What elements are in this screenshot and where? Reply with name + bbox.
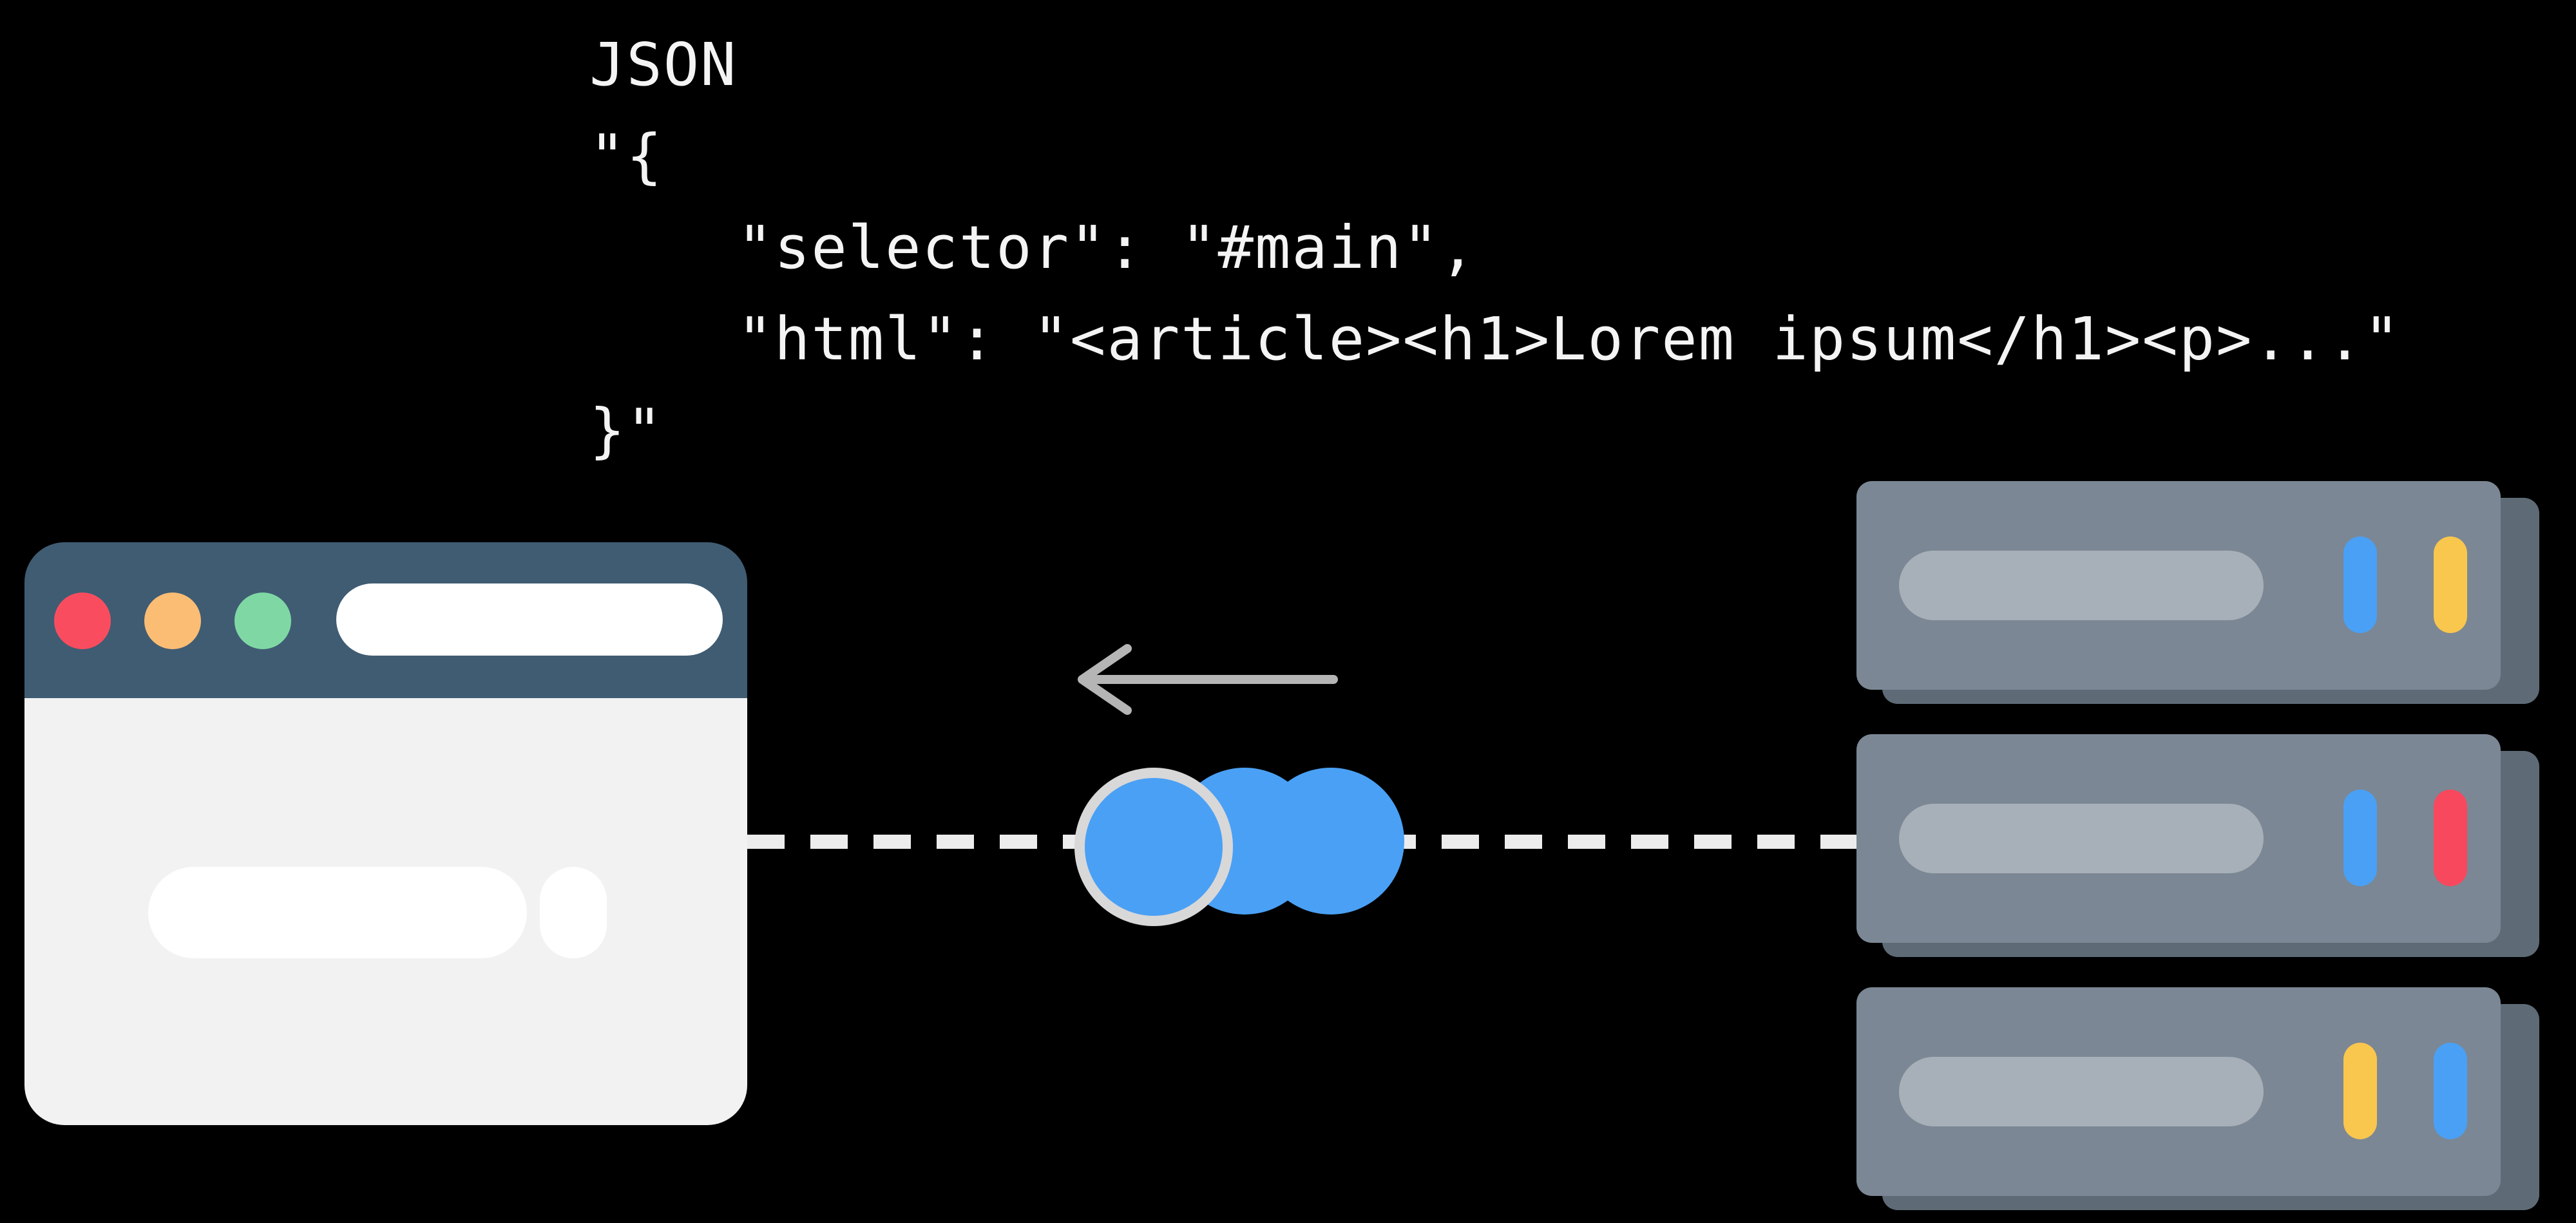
server-body [1856,987,2501,1196]
server-light-red-icon [2434,790,2467,886]
browser-window [24,542,747,1125]
code-line: "{ [589,122,663,191]
server-light-yellow-icon [2434,536,2467,633]
server-drive-slot [1899,1057,2264,1126]
server-unit-3 [1856,987,2539,1210]
code-line: "html": "<article><h1>Lorem ipsum</h1><p… [589,305,2401,374]
server-light-blue-icon [2343,790,2377,886]
browser-body [24,698,747,1125]
address-bar [336,583,723,656]
code-line: }" [589,396,663,465]
server-light-blue-icon [2343,536,2377,633]
browser-titlebar [24,542,747,698]
server-unit-1 [1856,481,2539,704]
server-stack [1856,481,2539,1210]
json-payload-annotation: JSON "{ "selector": "#main", "html": "<a… [589,19,2401,477]
server-body [1856,481,2501,690]
window-minimize-dot-icon [144,593,201,649]
content-placeholder-bar [148,867,527,958]
code-line: JSON [589,30,738,99]
direction-arrow-icon [1078,644,1338,715]
server-body [1856,734,2501,943]
window-close-dot-icon [54,593,111,649]
server-light-yellow-icon [2343,1043,2377,1139]
server-drive-slot [1899,551,2264,620]
data-packet-outlined-icon [1074,768,1233,926]
code-line: "selector": "#main", [589,213,1477,282]
server-light-blue-icon [2434,1043,2467,1139]
server-drive-slot [1899,804,2264,873]
server-unit-2 [1856,734,2539,957]
content-placeholder-bar-end [540,867,607,958]
window-maximize-dot-icon [234,593,291,649]
